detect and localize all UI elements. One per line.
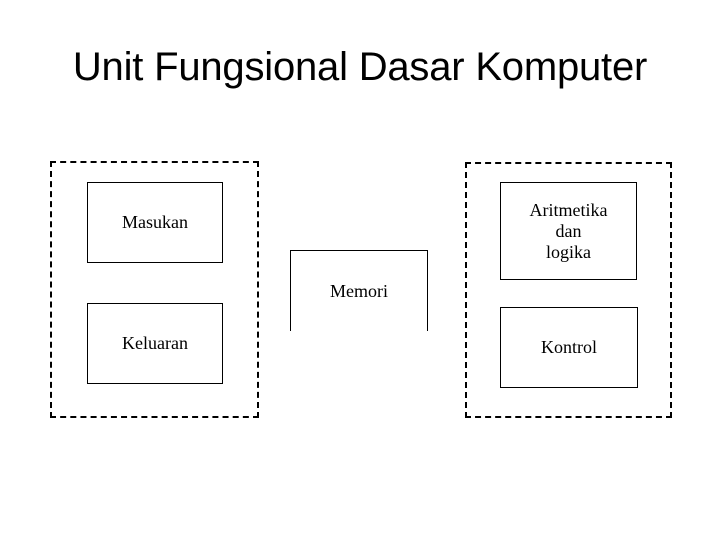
unit-box-aritmetika-dan-logika: Aritmetika dan logika [500,182,637,280]
unit-box-keluaran: Keluaran [87,303,223,384]
unit-box-memori: Memori [290,250,428,331]
unit-box-kontrol: Kontrol [500,307,638,388]
unit-label-kontrol: Kontrol [541,337,597,357]
unit-label-keluaran: Keluaran [122,333,188,353]
unit-label-aritmetika-dan-logika: Aritmetika dan logika [529,199,608,262]
unit-label-masukan: Masukan [122,212,188,232]
unit-label-memori: Memori [330,280,388,301]
cpu-group [465,162,672,418]
page-title: Unit Fungsional Dasar Komputer [72,45,648,89]
unit-box-masukan: Masukan [87,182,223,263]
input-output-group [50,161,259,418]
